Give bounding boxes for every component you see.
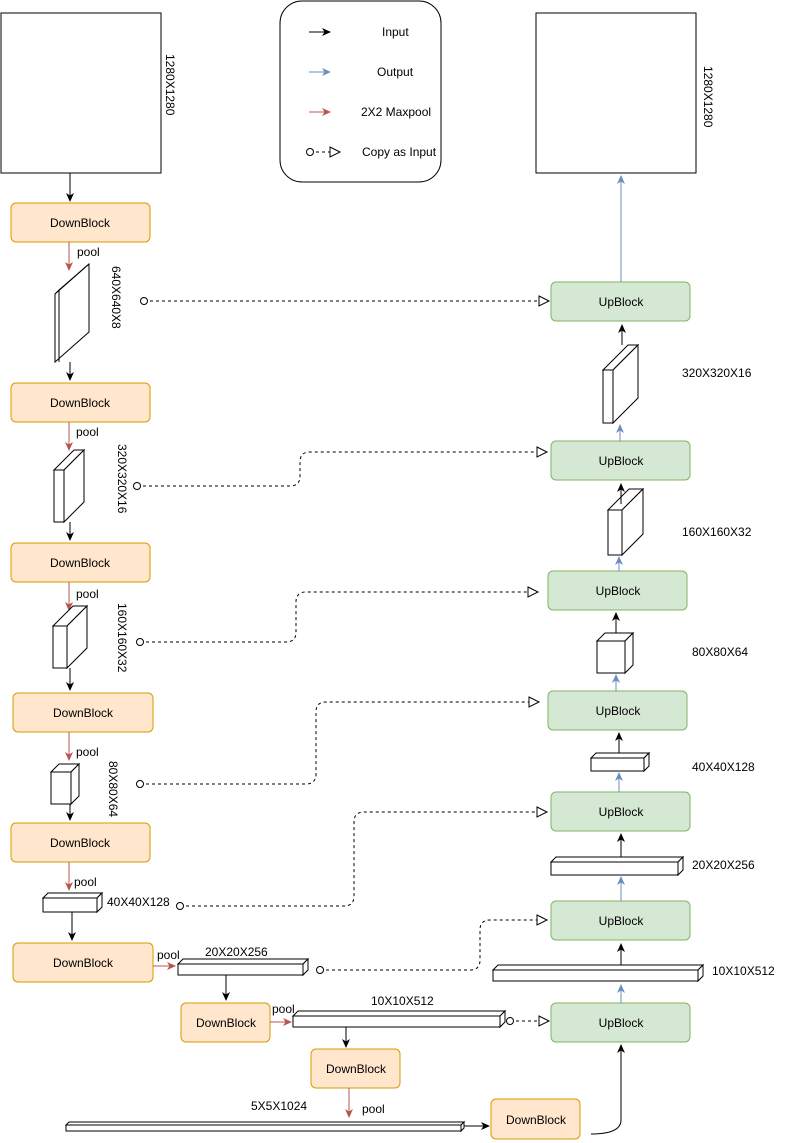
pool-label-8: pool (362, 1102, 385, 1116)
feature-map-320 (53, 469, 65, 523)
legend-copy-label: Copy as Input (362, 145, 437, 159)
downblock-7-label: DownBlock (196, 1016, 257, 1030)
downblock-3-label: DownBlock (50, 556, 111, 570)
downblock-4: DownBlock (12, 692, 154, 733)
legend-frame (279, 0, 442, 183)
upblock-2: UpBlock (550, 900, 691, 941)
downblock-3: DownBlock (10, 542, 151, 583)
downblock-1: DownBlock (10, 202, 151, 243)
pool-label-1: pool (77, 245, 100, 259)
upblock-1-label: UpBlock (599, 1016, 645, 1030)
feature-map-5 (65, 1124, 462, 1132)
decoder-feature-80-label: 80X80X64 (692, 645, 748, 659)
upblock-7-label: UpBlock (599, 295, 645, 309)
upblock-6-label: UpBlock (599, 454, 645, 468)
downblock-4-label: DownBlock (53, 706, 114, 720)
decoder-feature-80 (596, 640, 626, 674)
pool-label-7: pool (272, 1002, 295, 1016)
pool-label-2: pool (76, 425, 99, 439)
pool-label-4: pool (76, 745, 99, 759)
feature-map-10-label: 10X10X512 (371, 994, 434, 1008)
downblock-6: DownBlock (12, 942, 154, 983)
feature-map-40-label: 40X40X128 (107, 895, 170, 909)
legend: Input Output 2X2 Maxpool Copy as Input (279, 0, 442, 183)
legend-maxpool-label: 2X2 Maxpool (361, 105, 431, 119)
feature-map-160 (52, 625, 68, 669)
downblock-8-label: DownBlock (326, 1062, 387, 1076)
feature-map-80 (50, 771, 72, 805)
decoder-feature-160-label: 160X160X32 (682, 525, 752, 539)
downblock-5: DownBlock (10, 822, 151, 863)
upblock-1: UpBlock (550, 1002, 691, 1043)
upblock-2-label: UpBlock (599, 914, 645, 928)
decoder-feature-320-label: 320X320X16 (682, 366, 752, 380)
input-image (0, 12, 162, 174)
downblock-2-label: DownBlock (50, 396, 111, 410)
upblock-3-label: UpBlock (599, 805, 645, 819)
skip-connection-40 (176, 806, 549, 910)
feature-map-20-label: 20X20X256 (205, 945, 268, 959)
legend-input-label: Input (382, 25, 409, 39)
output-image (535, 12, 697, 174)
downblock-8: DownBlock (310, 1048, 401, 1089)
pool-label-3: pool (76, 587, 99, 601)
feature-map-5-label: 5X5X1024 (251, 1099, 307, 1113)
decoder-feature-10-label: 10X10X512 (712, 964, 775, 978)
decoder-feature-20-label: 20X20X256 (692, 858, 755, 872)
legend-output-label: Output (377, 65, 414, 79)
upblock-5: UpBlock (547, 570, 688, 611)
upblock-4-label: UpBlock (596, 704, 642, 718)
upblock-4: UpBlock (547, 690, 688, 731)
downblock-bottleneck-label: DownBlock (506, 1113, 567, 1127)
skip-connection-80 (136, 696, 541, 788)
upblock-5-label: UpBlock (596, 584, 642, 598)
decoder-feature-40 (590, 757, 645, 772)
upblock-7: UpBlock (550, 281, 691, 322)
output-image-size: 1280X1280 (701, 66, 715, 128)
downblock-bottleneck: DownBlock (490, 1098, 581, 1140)
skip-connection-320 (133, 446, 549, 490)
feature-map-10 (292, 1015, 501, 1028)
skip-connection-160 (136, 586, 540, 646)
downblock-7: DownBlock (180, 1002, 271, 1043)
pool-label-5: pool (74, 875, 97, 889)
upblock-3: UpBlock (550, 791, 691, 832)
feature-map-20 (177, 963, 304, 976)
pool-label-6: pool (157, 948, 180, 962)
decoder-feature-320 (602, 369, 614, 424)
bottleneck-to-upblock-arrow (590, 1044, 625, 1135)
downblock-2: DownBlock (10, 382, 151, 423)
input-image-size: 1280X1280 (163, 54, 177, 116)
downblock-6-label: DownBlock (53, 956, 114, 970)
downblock-5-label: DownBlock (50, 836, 111, 850)
feature-map-160-label: 160X160X32 (115, 603, 129, 673)
feature-map-80-label: 80X80X64 (106, 761, 120, 817)
decoder-feature-10 (492, 969, 699, 982)
feature-map-640-label: 640X640X8 (109, 266, 123, 329)
feature-map-320-label: 320X320X16 (115, 444, 129, 514)
decoder-feature-160 (607, 509, 623, 556)
downblock-1-label: DownBlock (50, 216, 111, 230)
decoder-feature-40-label: 40X40X128 (692, 760, 755, 774)
skip-connection-20 (316, 914, 549, 974)
feature-map-40 (42, 897, 98, 913)
decoder-feature-20 (550, 861, 679, 876)
upblock-6: UpBlock (550, 440, 691, 481)
